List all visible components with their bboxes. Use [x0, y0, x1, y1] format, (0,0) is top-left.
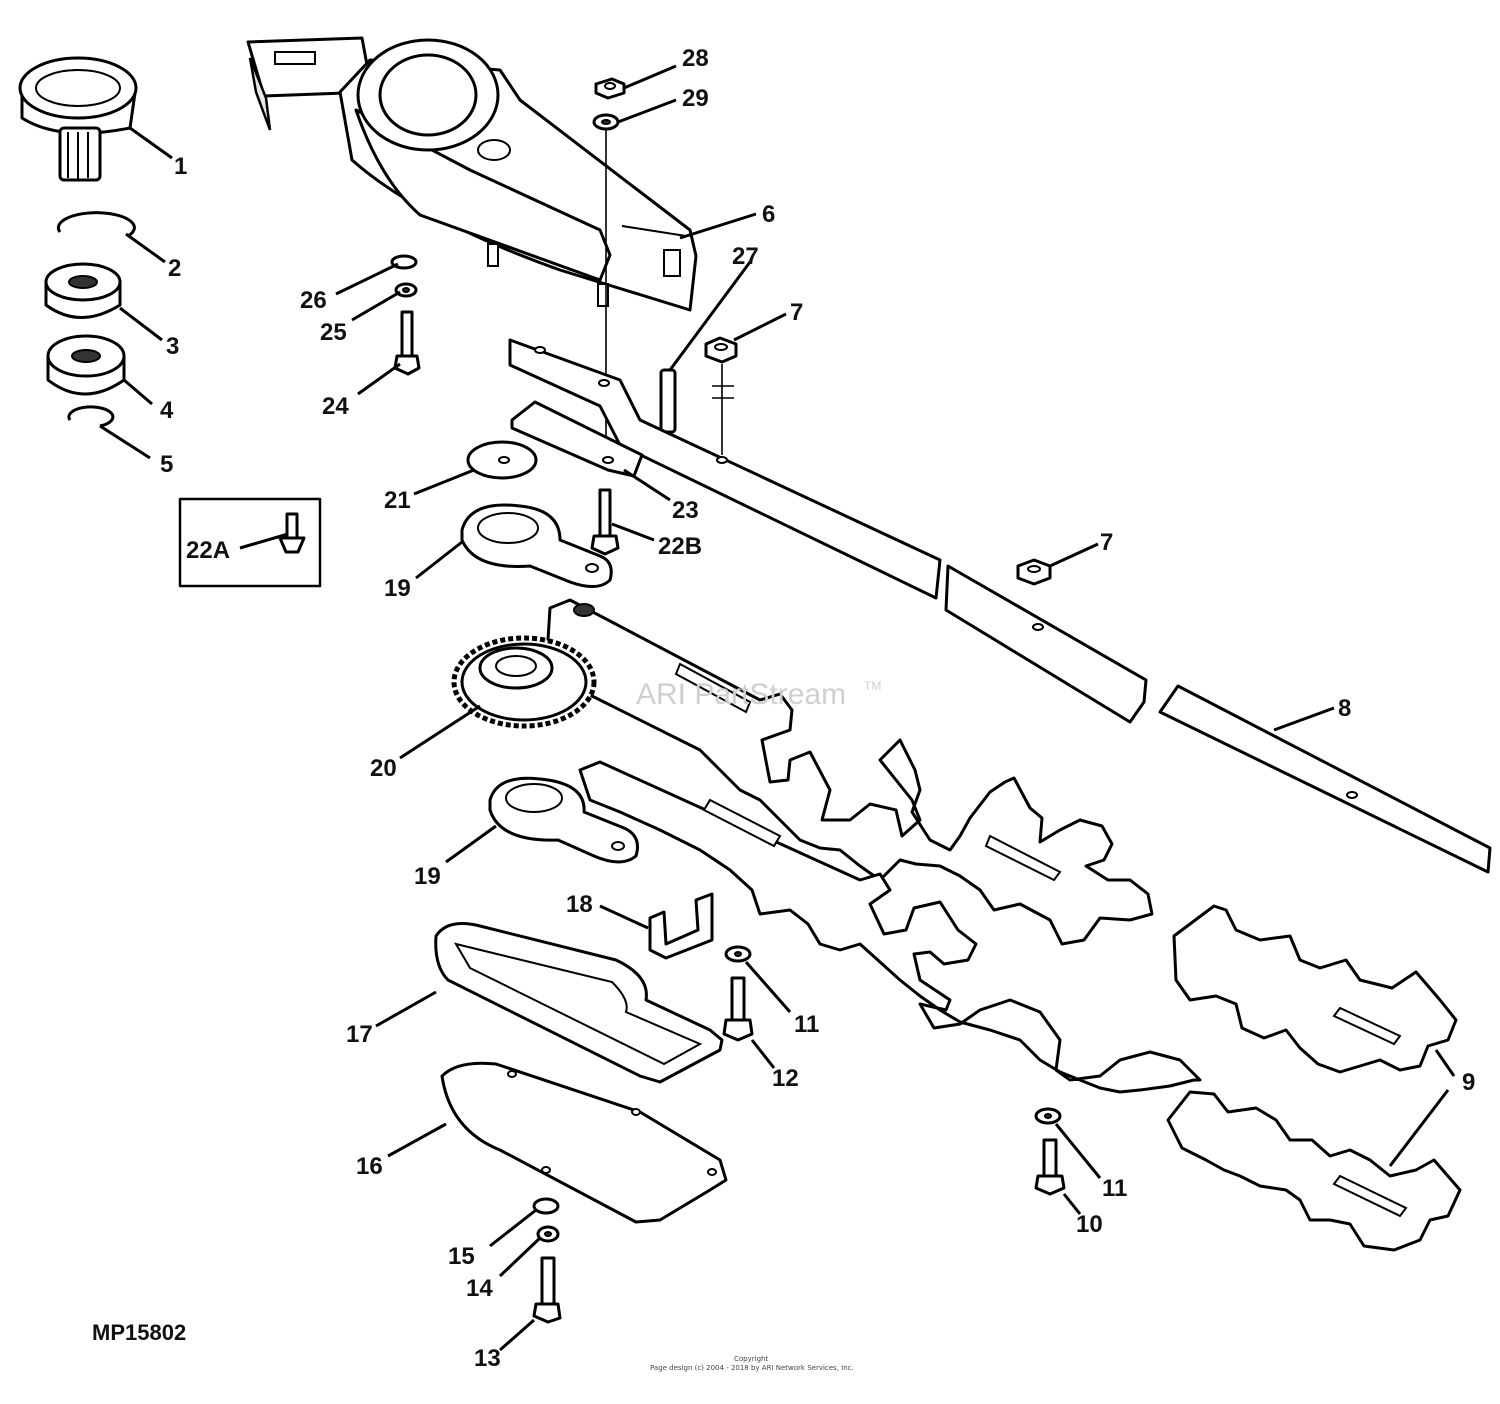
part-28-nut[interactable]	[594, 77, 626, 100]
copyright-title: Copyright	[734, 1355, 768, 1363]
callout-9: 9	[1462, 1069, 1475, 1096]
callout-21: 21	[384, 487, 411, 514]
part-14-lock-washer[interactable]	[536, 1225, 560, 1243]
part-15-washer[interactable]	[532, 1197, 560, 1215]
callout-labels: 1 2 3 4 5 6 7 7 8 9 10 11 11 12 13 14 15…	[160, 45, 1475, 1372]
callout-8: 8	[1338, 695, 1351, 722]
callout-13: 13	[474, 1345, 501, 1372]
callout-19-upper: 19	[384, 575, 411, 602]
part-2-snap-ring[interactable]	[56, 211, 136, 238]
callout-11-lower: 11	[1102, 1175, 1127, 1202]
part-20-drive-gear[interactable]	[451, 635, 597, 729]
callout-11-upper: 11	[794, 1011, 819, 1038]
part-9-cutter-blade-section[interactable]	[1166, 1090, 1462, 1252]
leader-lines	[99, 64, 1456, 1352]
part-16-cover-plate[interactable]	[440, 1061, 728, 1224]
lower-cutter-blade	[578, 760, 1202, 1094]
part-5-retaining-ring[interactable]	[67, 405, 115, 428]
part-19-connecting-rod-upper[interactable]	[460, 503, 613, 588]
part-8-stiffener-bar[interactable]	[1158, 684, 1492, 874]
callout-16: 16	[356, 1153, 383, 1180]
callout-4: 4	[160, 397, 174, 424]
upper-cutter-blade	[546, 598, 1154, 946]
part-7-nut-upper[interactable]	[704, 336, 738, 364]
watermark-text: ARI PartStream	[636, 678, 846, 711]
copyright-text: Page design (c) 2004 - 2018 by ARI Netwo…	[650, 1364, 854, 1372]
callout-25: 25	[320, 319, 347, 346]
part-1-drive-cup[interactable]	[18, 56, 138, 182]
callout-22b: 22B	[658, 533, 702, 560]
callout-17: 17	[346, 1021, 373, 1048]
callout-2: 2	[168, 255, 181, 282]
part-18-guide-block[interactable]	[648, 892, 714, 960]
part-11-washer-upper[interactable]	[724, 945, 752, 963]
callout-19-lower: 19	[414, 863, 441, 890]
part-22a-inset[interactable]	[178, 497, 322, 588]
callout-14: 14	[466, 1275, 493, 1302]
callout-23: 23	[672, 497, 699, 524]
part-10-screw[interactable]	[1034, 1138, 1066, 1196]
part-6-gear-housing[interactable]	[246, 36, 698, 312]
figure-id: MP15802	[92, 1320, 186, 1345]
callout-15: 15	[448, 1243, 475, 1270]
part-29-washer[interactable]	[592, 113, 620, 131]
callout-10: 10	[1076, 1211, 1103, 1238]
callout-26: 26	[300, 287, 327, 314]
part-22b-screw[interactable]	[590, 488, 620, 556]
part-9-cutter-blade-section[interactable]	[1172, 904, 1458, 1074]
part-7-nut-lower[interactable]	[1016, 558, 1052, 586]
callout-6: 6	[762, 201, 775, 228]
part-17-gasket[interactable]	[434, 922, 724, 1084]
part-12-screw[interactable]	[722, 976, 754, 1042]
callout-7-lower: 7	[1100, 529, 1113, 556]
part-4-bearing[interactable]	[46, 334, 126, 396]
callout-22a: 22A	[186, 537, 230, 564]
callout-1: 1	[174, 153, 187, 180]
callout-7-upper: 7	[790, 299, 803, 326]
callout-28: 28	[682, 45, 709, 72]
part-21-washer[interactable]	[466, 440, 538, 480]
callout-18: 18	[566, 891, 593, 918]
part-3-bearing[interactable]	[44, 262, 122, 319]
part-25-lock-washer[interactable]	[394, 282, 418, 298]
callout-12: 12	[772, 1065, 799, 1092]
callout-5: 5	[160, 451, 173, 478]
callout-20: 20	[370, 755, 397, 782]
upper-blade-bar	[508, 338, 1148, 724]
part-27-stud[interactable]	[659, 368, 677, 434]
part-13-screw[interactable]	[532, 1256, 562, 1324]
callout-29: 29	[682, 85, 709, 112]
part-19-connecting-rod-lower[interactable]	[488, 776, 639, 864]
part-11-washer-lower[interactable]	[1034, 1107, 1062, 1125]
callout-24: 24	[322, 393, 349, 420]
callout-3: 3	[166, 333, 179, 360]
watermark-trademark: TM	[864, 679, 881, 693]
callout-27: 27	[732, 243, 759, 270]
